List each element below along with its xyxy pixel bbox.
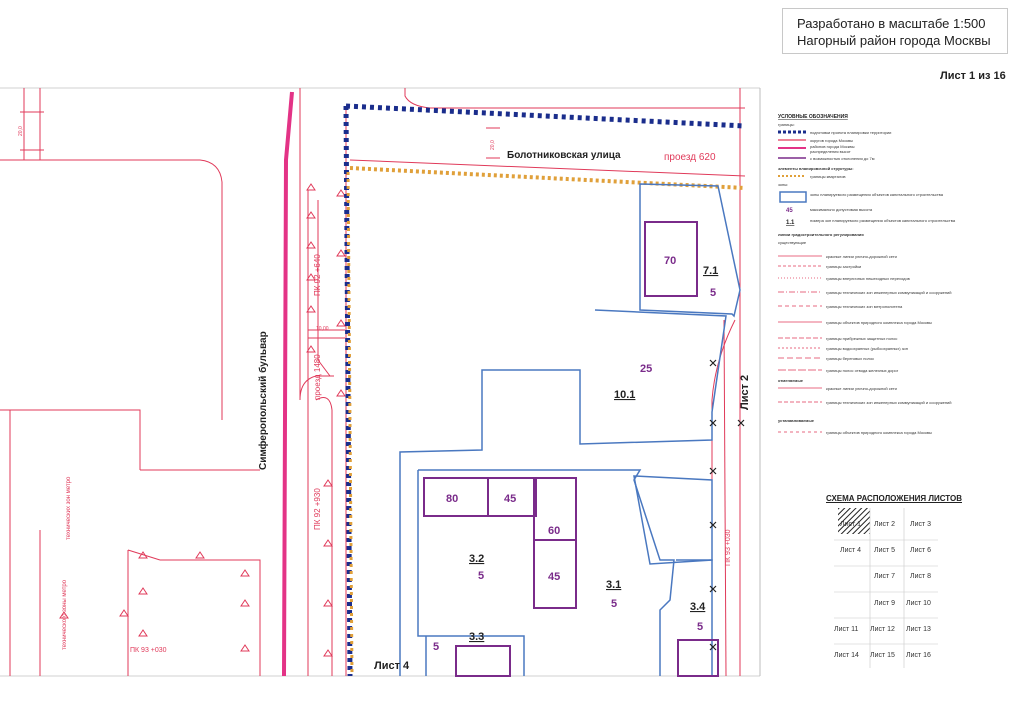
legend-reg-item: границы водоохранных (рыбоохранных) зон	[826, 346, 908, 351]
building-height: 70	[664, 255, 676, 267]
sheet-link-4[interactable]: Лист 4	[374, 660, 410, 672]
legend-item: округов города Москвы	[810, 138, 853, 143]
legend-sample-height: 45	[786, 208, 793, 214]
pk-label-5: проезд 1480	[313, 354, 322, 400]
zone-id: 3.1	[606, 579, 621, 591]
zone-height: 5	[478, 570, 484, 582]
building-height: 45	[504, 493, 516, 505]
sheet-scheme: Лист 1 Лист 2 Лист 3 Лист 4 Лист 5 Лист …	[834, 508, 938, 668]
legend-item: элементы планировочной структуры:	[778, 166, 854, 171]
zone-height: 5	[611, 598, 617, 610]
building-height: 45	[548, 571, 560, 583]
legend-reg-item: границы полос отвода железных дорог	[826, 368, 899, 373]
sheet-link-2[interactable]: Лист 2	[739, 375, 751, 410]
red-lines	[0, 88, 746, 677]
sheet-cell[interactable]: Лист 13	[906, 626, 931, 633]
zone-height: 25	[640, 363, 652, 375]
sheet-cell[interactable]: Лист 16	[906, 652, 931, 659]
legend-reg-item: границы прибрежных защитных полос	[826, 336, 897, 341]
vertical-label-1: технических зон метро	[66, 476, 72, 540]
red-line-markers	[59, 183, 346, 657]
legend-item: с возможностью отклонения до 7м	[810, 156, 875, 161]
sheet-cell[interactable]: Лист 5	[874, 547, 895, 554]
legend-reg-item: границы технических зон метрополитена	[826, 304, 903, 309]
sheet-cell[interactable]: Лист 4	[840, 547, 861, 554]
sheet-cell[interactable]: Лист 8	[910, 573, 931, 580]
pk-label-3: ПК 93 +030	[725, 529, 732, 566]
buildings	[423, 221, 719, 677]
dim-label-3: 10,00	[316, 326, 329, 332]
building-height: 80	[446, 493, 458, 505]
passage-label: проезд 620	[664, 152, 716, 163]
sheet-cell[interactable]: Лист 11	[834, 626, 859, 633]
legend-item: номера зон планируемого размещения объек…	[810, 218, 956, 223]
legend-existing-header: существующие	[778, 240, 807, 245]
sheet-scheme-title: СХЕМА РАСПОЛОЖЕНИЯ ЛИСТОВ	[826, 494, 962, 503]
zone-id: 3.3	[469, 631, 484, 643]
legend-planned-header: устанавливаемые	[778, 418, 815, 423]
legend-item: границы кварталов	[810, 174, 846, 179]
district-text: Нагорный район города Москвы	[797, 33, 991, 48]
pk-label-4: ПК 93 +030	[130, 647, 167, 654]
legend-cancelled-header: отменяемые	[778, 378, 804, 383]
legend-reg-item: границы объектов природного комплекса го…	[826, 320, 932, 325]
street-label: Болотниковская улица	[507, 150, 621, 161]
zone-id: 10.1	[614, 389, 635, 401]
legend-reg-item: границы технических зон инженерных комму…	[826, 290, 952, 295]
sheet-cell[interactable]: Лист 7	[874, 573, 895, 580]
legend-boundaries-header: границы:	[778, 122, 795, 127]
legend-reg-item: красные линии улично-дорожной сети	[826, 386, 897, 391]
scale-text: Разработано в масштабе 1:500	[797, 16, 986, 31]
zone-id: 7.1	[703, 265, 718, 277]
boulevard-red-line	[282, 91, 294, 677]
legend: УСЛОВНЫЕ ОБОЗНАЧЕНИЯ границы: подготовки…	[778, 114, 956, 435]
legend-item: подготовки проекта планировки территории	[810, 130, 891, 135]
legend-item: распределения высот	[810, 149, 851, 154]
scale-stamp: Разработано в масштабе 1:500 Нагорный ра…	[782, 8, 1008, 54]
zone-id: 3.2	[469, 553, 484, 565]
planning-zones	[399, 183, 741, 676]
legend-reg-item: красные линии улично-дорожной сети	[826, 254, 897, 259]
pk-label-1: ПК 92 +640	[313, 254, 322, 296]
sheet-cell[interactable]: Лист 10	[906, 600, 931, 607]
legend-item: районов города Москвы	[810, 144, 855, 149]
zone-id: 3.4	[690, 601, 706, 613]
boulevard-label: Симферопольский бульвар	[257, 331, 269, 470]
legend-item: максимально допустимая высота	[810, 207, 873, 212]
legend-item: зоны планируемого размещения объектов ка…	[810, 192, 944, 197]
legend-reg-item: границы объектов природного комплекса го…	[826, 430, 932, 435]
legend-title: УСЛОВНЫЕ ОБОЗНАЧЕНИЯ	[778, 114, 848, 120]
pk-label-2: ПК 92 +930	[313, 488, 322, 530]
zone-height: 5	[710, 287, 716, 299]
zone-height: 5	[697, 621, 703, 633]
zone-height: 5	[433, 641, 439, 653]
sheet-cell[interactable]: Лист 14	[834, 652, 859, 659]
building-height: 60	[548, 525, 560, 537]
project-boundary	[343, 103, 746, 677]
dim-label-1: 20,0	[18, 126, 24, 136]
legend-item: зоны:	[778, 182, 788, 187]
legend-regulation-header: линии градостроительного регулирования	[778, 232, 864, 237]
legend-reg-item: границы технических зон инженерных комму…	[826, 400, 952, 405]
sheet-cell[interactable]: Лист 12	[870, 626, 895, 633]
legend-reg-item: границы внеуличных пешеходных переходов	[826, 276, 910, 281]
sheet-number: Лист 1 из 16	[940, 70, 1006, 82]
legend-sample-zone: 1.1	[786, 220, 795, 226]
vertical-label-2: технического зоны метро	[62, 579, 68, 650]
dim-label-2: 20,0	[490, 140, 496, 150]
sheet-cell[interactable]: Лист 1	[840, 521, 861, 528]
legend-reg-item: границы береговых полос	[826, 356, 874, 361]
sheet-cell[interactable]: Лист 15	[870, 652, 895, 659]
utility-crossings	[709, 359, 745, 651]
legend-reg-item: границы застройки	[826, 264, 861, 269]
dimension-ticks	[20, 111, 500, 159]
sheet-cell[interactable]: Лист 9	[874, 600, 895, 607]
sheet-cell[interactable]: Лист 2	[874, 521, 895, 528]
current-sheet-cell	[838, 508, 870, 534]
sheet-cell[interactable]: Лист 6	[910, 547, 931, 554]
sheet-cell[interactable]: Лист 3	[910, 521, 931, 528]
